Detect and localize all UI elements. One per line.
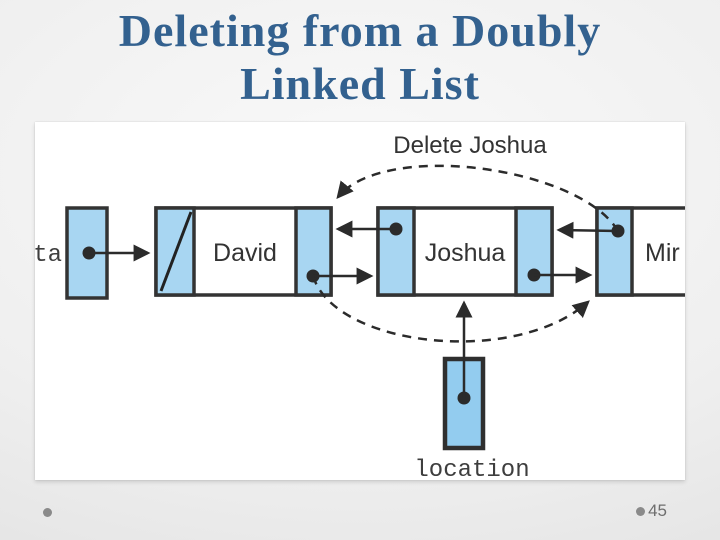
node-label-joshua: Joshua	[425, 239, 506, 267]
title-line-2: Linked List	[240, 58, 480, 109]
arrow-mir-prev-to-joshua	[556, 221, 619, 239]
caption-delete-joshua: Delete Joshua	[393, 132, 547, 159]
title-line-1: Deleting from a Doubly	[118, 5, 602, 56]
page-number: 45	[648, 501, 667, 520]
decorative-dot-right	[636, 506, 646, 516]
linked-list-diagram: Delete Joshua ta David Joshua Mir	[35, 132, 685, 480]
null-slash-icon	[159, 211, 193, 292]
node-joshua-prev-cell	[376, 206, 416, 297]
node-joshua-next-cell	[514, 206, 554, 297]
node-mir-prev-cell	[595, 206, 634, 297]
slide-title: Deleting from a Doubly Linked List	[0, 4, 720, 110]
list-pointer-label: ta	[35, 242, 62, 269]
slide-footer: 45	[636, 501, 667, 521]
node-label-mir: Mir	[645, 239, 680, 267]
node-label-david: David	[213, 239, 277, 267]
decorative-dot-left	[43, 508, 52, 517]
diagram-panel: Delete Joshua ta David Joshua Mir	[35, 122, 685, 480]
location-pointer-label: location	[414, 457, 529, 480]
dashed-arc-mir-prev-to-david	[336, 164, 620, 232]
